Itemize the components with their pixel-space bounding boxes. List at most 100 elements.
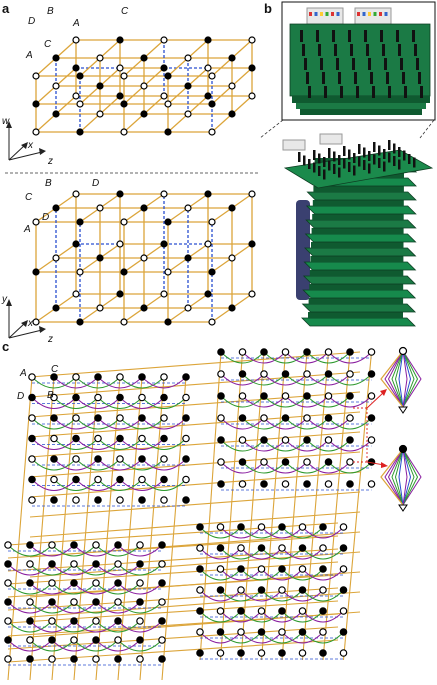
lattice-node — [182, 373, 190, 381]
coupling-arc — [261, 589, 303, 602]
lattice-edge — [187, 193, 209, 209]
connector-wire — [368, 12, 371, 16]
axes-bottom: y x z — [1, 294, 53, 345]
lattice-node — [158, 598, 166, 606]
coupling-arc — [97, 397, 143, 409]
coupling-arc — [242, 461, 286, 474]
lattice-node — [92, 617, 100, 625]
pin-header — [352, 58, 355, 70]
lattice-node — [158, 560, 166, 568]
lattice-node — [26, 598, 34, 606]
lattice-edge — [187, 39, 209, 59]
lattice-node — [346, 458, 354, 466]
lattice-node — [278, 565, 286, 573]
pin-header — [386, 72, 389, 84]
lattice-node — [120, 72, 128, 80]
panel-c: c A C D B — [2, 339, 422, 681]
lattice-node — [281, 392, 290, 400]
lattice-node — [140, 254, 148, 262]
lattice-node — [237, 586, 245, 594]
lattice-node — [217, 436, 225, 444]
lattice-edge — [211, 207, 233, 223]
axes-top: w x z — [2, 116, 53, 167]
lattice-edge — [35, 113, 57, 133]
lattice-node — [72, 496, 80, 504]
lattice-node — [72, 434, 80, 443]
standoff-row — [312, 200, 404, 206]
lattice-node — [72, 475, 80, 484]
pin-header — [383, 161, 386, 172]
vertex-label-b-bottom: B — [45, 178, 52, 189]
pin-header — [416, 58, 419, 70]
lattice-node — [237, 607, 245, 615]
pin-header — [338, 167, 341, 178]
axis-label-y: y — [1, 294, 8, 305]
pin-header — [328, 148, 331, 158]
lattice-node — [120, 318, 128, 326]
lattice-node — [28, 414, 36, 422]
lattice-node — [4, 636, 12, 644]
vertex-label-a-c: A — [19, 368, 27, 379]
lattice-node — [70, 598, 78, 606]
lattice-node — [324, 348, 333, 356]
lattice-node — [28, 434, 36, 443]
coupling-arc — [263, 461, 308, 474]
inter-block-edge — [199, 351, 222, 661]
lattice-node — [228, 110, 236, 118]
lattice-node — [92, 598, 100, 606]
coupling-arc — [306, 395, 351, 408]
pin-header — [398, 44, 401, 56]
coupling-arc — [220, 351, 265, 364]
lattice-node — [138, 455, 146, 463]
inter-block-edge — [29, 431, 361, 458]
lattice-node — [114, 617, 122, 625]
pin-header — [336, 58, 339, 70]
lattice-node — [28, 496, 36, 504]
lattice-node — [120, 128, 128, 136]
coupling-arc — [117, 563, 163, 576]
lattice-node — [204, 240, 212, 248]
lattice-node — [72, 373, 80, 381]
lattice-node — [237, 544, 245, 552]
lattice-node — [278, 649, 286, 657]
coupling-arc — [73, 582, 119, 595]
pin-header — [388, 152, 391, 163]
lattice-node — [257, 628, 266, 636]
lattice-node — [136, 636, 144, 644]
pin-header — [366, 44, 369, 56]
coupling-arc — [97, 376, 143, 389]
lattice-node — [4, 541, 12, 549]
lattice-node — [257, 565, 266, 573]
cell-path — [380, 350, 404, 408]
inter-block-edge — [29, 451, 361, 478]
lattice-node — [217, 370, 225, 378]
pin-header — [383, 149, 386, 159]
pcb-stack-photo — [282, 133, 434, 327]
lattice-edge — [79, 207, 101, 223]
lattice-node — [120, 100, 128, 108]
lattice-node — [76, 100, 84, 108]
inter-block-edge — [29, 351, 361, 378]
inter-block-edge — [29, 471, 361, 498]
pin-header — [340, 86, 343, 98]
coupling-arc — [31, 397, 77, 409]
zoom-line-right — [419, 119, 435, 139]
standoff-row — [310, 256, 404, 262]
pin-header — [398, 159, 401, 170]
pin-header — [404, 86, 407, 98]
lattice-node — [138, 414, 146, 422]
cell-path — [387, 350, 404, 408]
pin-header — [324, 86, 327, 98]
lattice-node — [339, 586, 348, 594]
coupling-arc — [240, 631, 283, 644]
coupling-arc — [281, 610, 324, 623]
lattice-node — [164, 318, 172, 326]
cell-path — [387, 448, 404, 506]
lattice-edge — [211, 257, 233, 273]
lattice-node — [184, 82, 192, 90]
lattice-node — [114, 541, 122, 549]
pin-header — [358, 144, 361, 154]
lattice-node — [116, 290, 124, 298]
lattice-node — [196, 628, 204, 636]
lattice-node — [114, 636, 122, 644]
